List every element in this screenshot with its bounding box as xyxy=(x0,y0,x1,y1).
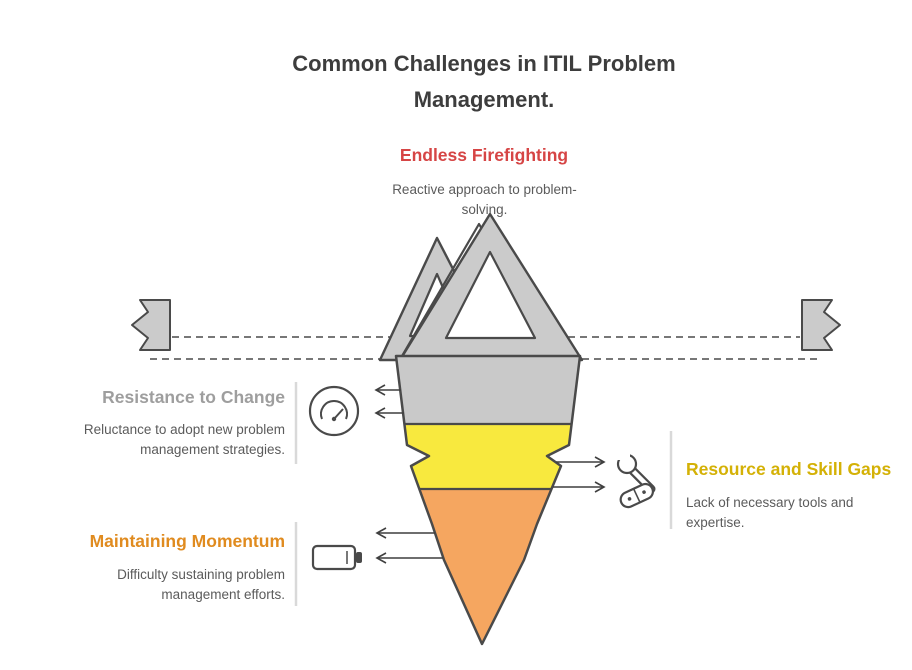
arrow-left-top-2 xyxy=(374,407,404,419)
callout-heading-resistance-to-change: Resistance to Change xyxy=(102,387,285,407)
callout-body-resource-and-skill-gaps: Lack of necessary tools and expertise. xyxy=(686,495,854,531)
callout-heading-maintaining-momentum: Maintaining Momentum xyxy=(89,531,285,551)
page-title-line-2: Management. xyxy=(413,86,555,112)
funnel-outline xyxy=(394,354,582,646)
tools-icon-group xyxy=(616,450,656,509)
callout-heading-resource-and-skill-gaps: Resource and Skill Gaps xyxy=(686,459,892,479)
mountain-above-water xyxy=(378,212,584,362)
connector-arrows xyxy=(374,384,606,564)
callout-body-resistance-to-change: Reluctance to adopt new problem manageme… xyxy=(83,422,285,458)
gauge-icon xyxy=(308,385,360,437)
band-gray xyxy=(396,356,580,424)
mountain-front-peak-inner xyxy=(444,250,537,340)
callout-body-endless-firefighting: Reactive approach to problem-solving. xyxy=(392,182,577,218)
arrow-right-1 xyxy=(556,456,606,468)
funnel-bands xyxy=(396,356,580,644)
arrow-left-bottom-2 xyxy=(375,552,443,564)
band-yellow xyxy=(396,424,580,489)
callout-body-maintaining-momentum: Difficulty sustaining problem management… xyxy=(117,567,285,603)
callout-heading-endless-firefighting: Endless Firefighting xyxy=(399,145,569,165)
ribbon-right xyxy=(801,299,841,351)
band-orange xyxy=(396,489,580,644)
arrow-right-2 xyxy=(553,481,606,493)
page-title-line-1: Common Challenges in ITIL Problem xyxy=(292,51,676,76)
ribbon-left xyxy=(131,299,171,351)
capsule-icon xyxy=(619,482,654,509)
page-title: Common Challenges in ITIL Problem Manage… xyxy=(54,46,912,117)
iceberg-below-water xyxy=(394,354,582,646)
arrow-left-bottom-1 xyxy=(375,527,435,539)
arrow-left-top-1 xyxy=(374,384,401,396)
battery-icon xyxy=(311,544,362,571)
